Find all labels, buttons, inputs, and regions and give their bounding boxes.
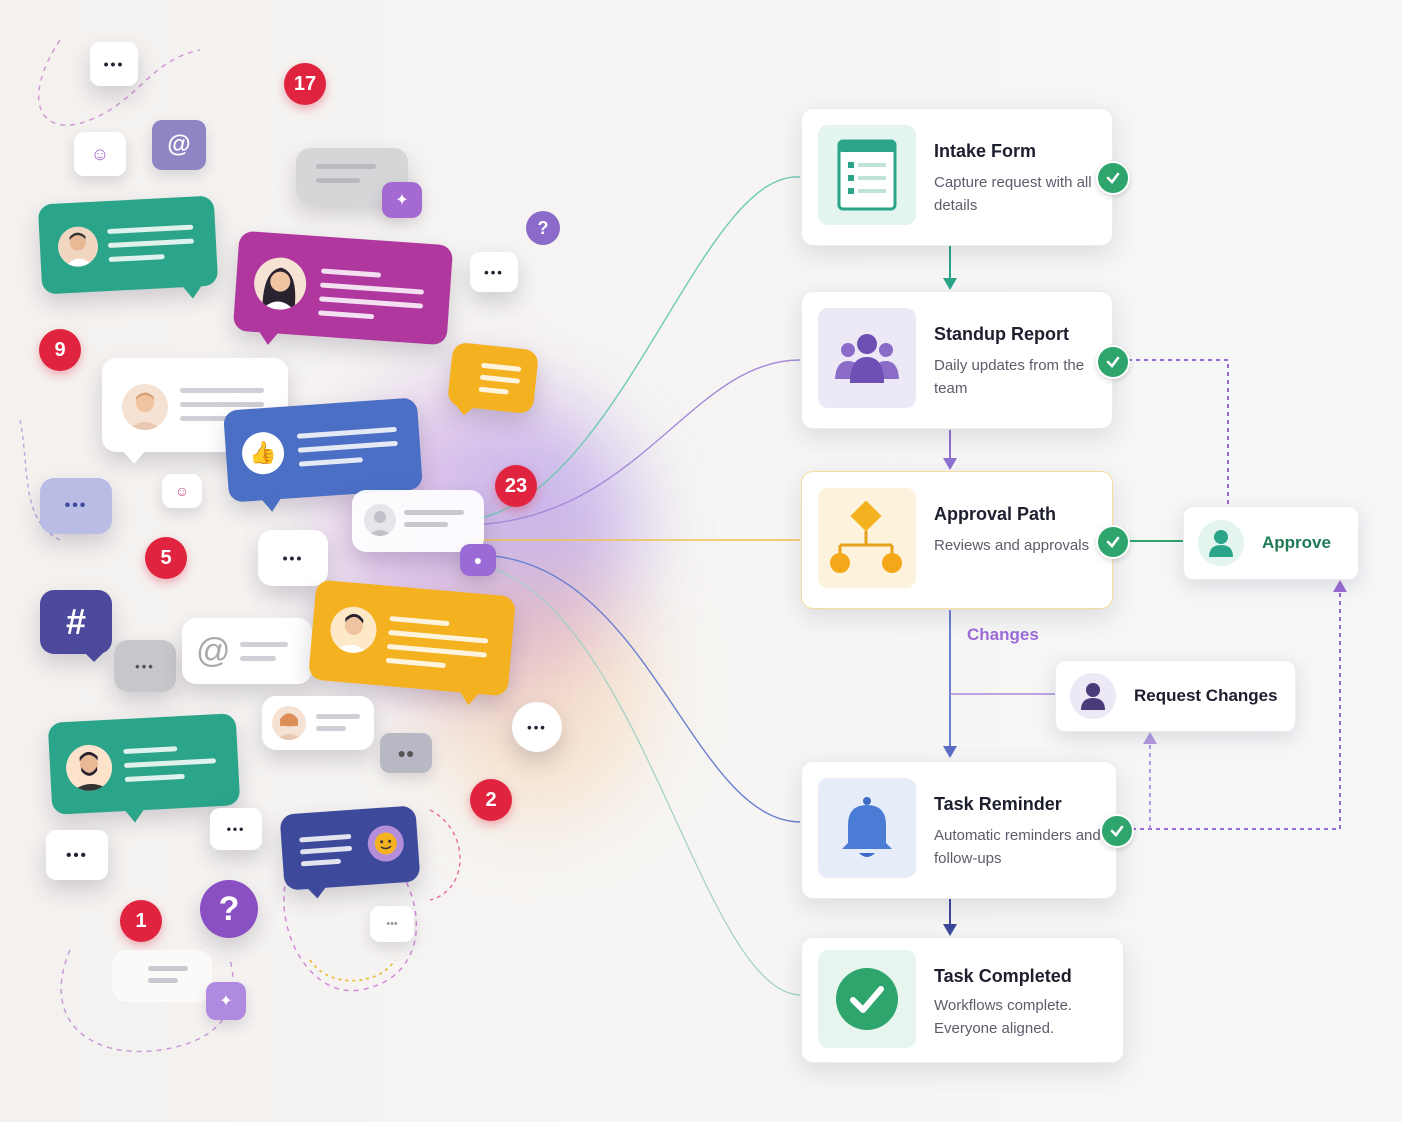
hash-symbol: # — [65, 601, 87, 642]
task-completed-card[interactable]: Task Completed Workflows complete. Every… — [801, 937, 1124, 1063]
changes-label: Changes — [967, 625, 1039, 644]
chat-bubble-white-avatar — [262, 696, 374, 750]
chat-bubble-faded-bottom — [112, 950, 212, 1002]
purple-small-tile: ✦ — [382, 182, 422, 218]
chat-bubble-yellow-small — [446, 341, 540, 417]
chat-bubble-dots-top: ••• — [90, 42, 138, 86]
intake-form-card[interactable]: Intake Form Capture request with all det… — [801, 108, 1113, 246]
team-icon — [818, 308, 916, 408]
form-icon — [818, 125, 916, 225]
smiley-icon — [366, 824, 405, 863]
avatar-person — [122, 384, 168, 430]
avatar-man-yellow — [328, 604, 379, 655]
thumbs-up-icon: 👍 — [240, 430, 286, 476]
standup-report-desc: Daily updates from the team — [934, 357, 1085, 397]
task-reminder-card[interactable]: Task Reminder Automatic reminders and fo… — [801, 761, 1117, 899]
badge-17: 17 — [284, 63, 326, 105]
chat-bubble-dots-left: ••• — [46, 830, 108, 880]
small-white-tile: ☺ — [74, 132, 126, 176]
smile-icon: ☺ — [90, 143, 110, 164]
chat-bubble-dots-lavender: ••• — [40, 478, 112, 534]
gray-small-tile: ●● — [380, 733, 432, 773]
intake-form-desc: Capture request with all details — [934, 174, 1092, 214]
emoji-icon: ✦ — [395, 192, 409, 209]
reminder-check-icon — [1100, 814, 1134, 848]
chat-bubble-dots-small: ••• — [210, 808, 262, 850]
request-changes-button[interactable]: Request Changes — [1055, 660, 1296, 732]
request-changes-label: Request Changes — [1134, 686, 1278, 705]
standup-report-title: Standup Report — [934, 324, 1069, 344]
mention-tile: @ — [152, 120, 206, 170]
task-reminder-title: Task Reminder — [934, 794, 1062, 814]
small-white-tile-3: ••• — [370, 906, 414, 942]
chat-bubble-dots-gray: ••• — [114, 640, 176, 692]
user-icon — [1198, 520, 1244, 566]
bell-icon — [818, 778, 916, 878]
emoji-icon: ✦ — [219, 993, 233, 1010]
chat-bubble-dots-round: ••• — [512, 702, 562, 752]
purple-small-tile-2: ✦ — [206, 982, 246, 1020]
mic-icon: ● — [473, 552, 483, 568]
badge-9: 9 — [39, 329, 81, 371]
question-circle-small: ? — [526, 211, 560, 245]
badge-5: 5 — [145, 537, 187, 579]
chat-bubble-magenta — [232, 230, 454, 346]
chat-bubble-dots-right: ••• — [470, 252, 518, 292]
task-completed-title: Task Completed — [934, 966, 1072, 986]
at-symbol-large: @ — [196, 632, 231, 670]
avatar-faded — [364, 504, 396, 536]
badge-1: 1 — [120, 900, 162, 942]
badge-23: 23 — [495, 465, 537, 507]
dots-text: ••• — [64, 497, 88, 514]
dots-text: ••• — [527, 719, 547, 735]
question-bubble: ? — [200, 880, 258, 938]
intake-check-icon — [1096, 161, 1130, 195]
avatar-woman-small — [272, 706, 306, 740]
standup-report-card[interactable]: Standup Report Daily updates from the te… — [801, 291, 1113, 429]
dots-text: ••• — [135, 658, 155, 674]
user-icon — [1070, 673, 1116, 719]
avatar-woman — [252, 255, 308, 312]
check-circle-icon — [818, 950, 916, 1048]
badge-2: 2 — [470, 779, 512, 821]
approval-path-card[interactable]: Approval Path Reviews and approvals — [801, 471, 1113, 609]
task-reminder-desc: Automatic reminders and follow-ups — [934, 827, 1101, 867]
dots-text: ••• — [103, 56, 125, 72]
hashtag-bubble: # — [40, 590, 112, 662]
chat-bubble-teal-1 — [37, 195, 219, 300]
dots-text: ••• — [282, 550, 304, 566]
question-symbol: ? — [218, 889, 240, 928]
purple-mic-tile: ● — [460, 544, 496, 576]
chat-bubble-yellow — [308, 579, 516, 707]
task-completed-desc: Workflows complete. Everyone aligned. — [934, 997, 1073, 1037]
chat-bubble-teal-2 — [47, 713, 241, 824]
avatar-man — [56, 225, 100, 268]
avatar-bearded-man — [64, 743, 114, 793]
mention-bubble: @ — [182, 618, 312, 684]
chat-bubble-navy — [279, 805, 421, 900]
approval-path-desc: Reviews and approvals — [934, 537, 1090, 554]
chat-bubble-blue: 👍 — [223, 397, 423, 513]
chat-bubble-white-small: ••• — [258, 530, 328, 586]
face-icon: ☺ — [174, 483, 190, 499]
approval-check-icon — [1096, 525, 1130, 559]
people-icon: ●● — [397, 745, 415, 761]
chat-bubble-white-center — [352, 490, 484, 552]
approve-label: Approve — [1262, 533, 1331, 552]
dots-icon: ••• — [386, 918, 398, 930]
small-white-tile-2: ☺ — [162, 474, 202, 508]
standup-check-icon — [1096, 345, 1130, 379]
at-symbol: @ — [167, 131, 191, 158]
intake-form-title: Intake Form — [934, 141, 1037, 161]
dots-text: ••• — [226, 822, 246, 836]
flow-icon — [818, 488, 916, 588]
dots-text: ••• — [484, 264, 504, 280]
approval-path-title: Approval Path — [934, 504, 1057, 524]
dots-text: ••• — [66, 846, 88, 864]
approve-button[interactable]: Approve — [1183, 506, 1359, 580]
